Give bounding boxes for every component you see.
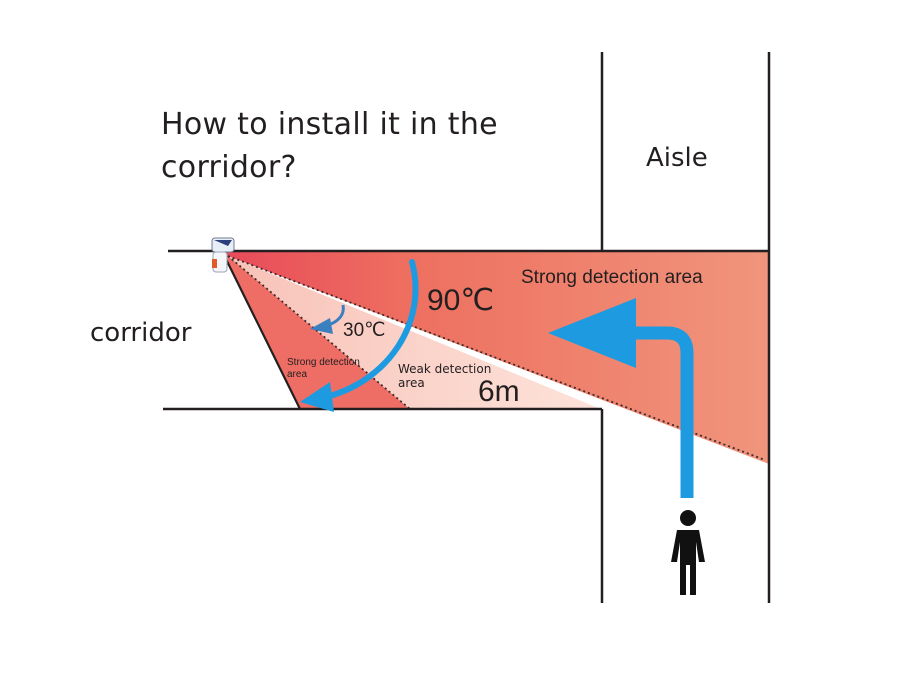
pir-sensor-icon (211, 237, 235, 273)
weak-area-label-line2: area (398, 376, 425, 390)
aisle-label: Aisle (646, 143, 708, 173)
strong-area-label: Strong detection area (521, 267, 703, 288)
angle-arc-arrow-narrow (310, 304, 345, 334)
weak-detection-zone (228, 256, 601, 409)
beam-edge-upper (227, 255, 766, 461)
person-icon (671, 510, 705, 595)
strong-area-small-label-line1: Strong detection (287, 357, 360, 368)
corridor-label: corridor (90, 318, 192, 348)
strong-area-small-label-line2: area (287, 369, 307, 380)
walk-path-arrow (548, 298, 694, 498)
page-title-line1: How to install it in the (161, 107, 498, 142)
angle-wide-label: 90℃ (427, 284, 494, 317)
distance-label: 6m (478, 375, 520, 408)
angle-arc-arrow-wide (300, 259, 419, 412)
angle-narrow-label: 30℃ (343, 320, 385, 341)
cone-edge-left (221, 250, 301, 410)
page-title-line2: corridor? (161, 150, 297, 185)
weak-area-label-line1: Weak detection (398, 362, 491, 376)
